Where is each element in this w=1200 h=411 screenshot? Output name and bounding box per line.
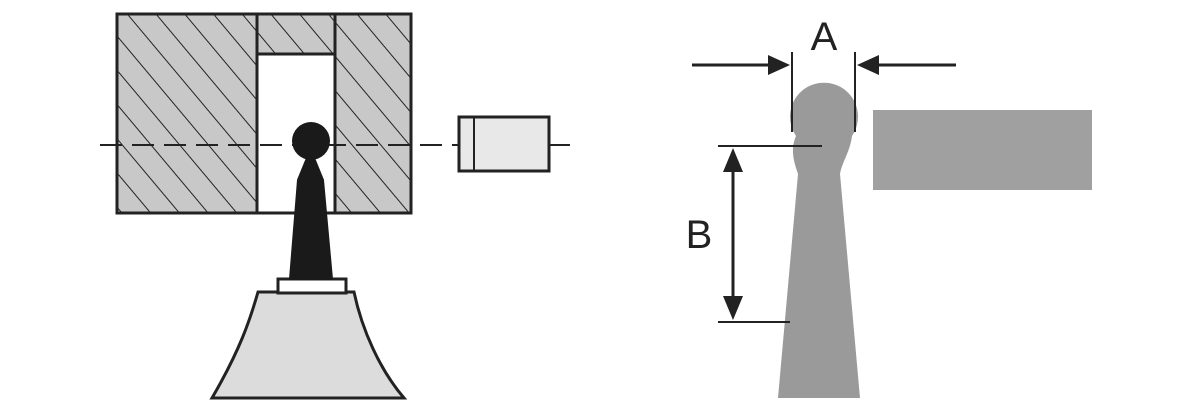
- gauge-body: [209, 290, 408, 400]
- workpiece-top-bridge: [255, 12, 337, 56]
- right-figure: A B: [686, 15, 1092, 398]
- workpiece-left-wall: [115, 12, 259, 215]
- dim-a-label: A: [811, 15, 838, 59]
- side-probe-body: [457, 115, 551, 173]
- dim-b-arrowhead-bottom: [723, 296, 743, 320]
- dim-a-arrowhead-right: [857, 55, 879, 75]
- stylus-gray-profile: [778, 82, 860, 398]
- dim-b-arrowhead-top: [723, 148, 743, 172]
- workpiece-right-wall: [333, 12, 413, 215]
- stylus-ball-tip: [292, 122, 330, 160]
- contact-bar: [873, 110, 1092, 190]
- dim-a-arrowhead-left: [768, 55, 790, 75]
- left-figure: [100, 12, 572, 400]
- gauge-collar: [276, 277, 348, 295]
- dim-b-label: B: [686, 213, 713, 257]
